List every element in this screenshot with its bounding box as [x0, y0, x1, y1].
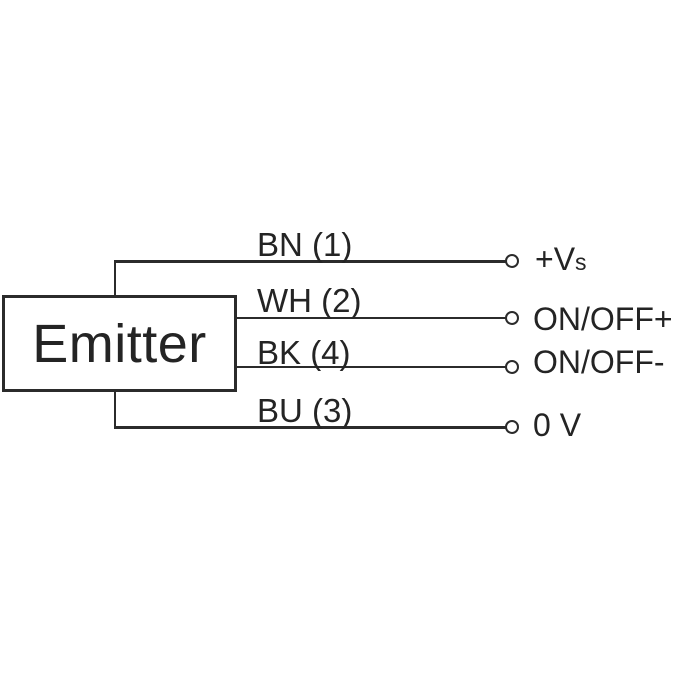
wire-label-bk: BK (4) — [257, 334, 351, 371]
wire-bn — [114, 260, 506, 263]
device-label: Emitter — [32, 313, 207, 374]
wire-bk — [236, 365, 506, 368]
emitter-box: Emitter — [2, 295, 237, 392]
terminal-label-onoff-minus: ON/OFF- — [533, 346, 665, 378]
terminal-circle-onoff-plus — [505, 311, 519, 325]
wire-label-wh: WH (2) — [257, 282, 362, 319]
terminal-label-onoff-plus-main: ON/OFF+ — [533, 301, 673, 337]
terminal-label-0v-main: 0 V — [533, 407, 582, 443]
terminal-label-vs-sub: s — [575, 249, 587, 275]
wire-bn-stub — [113, 261, 116, 297]
terminal-label-onoff-plus: ON/OFF+ — [533, 303, 673, 335]
terminal-label-0v: 0 V — [533, 409, 581, 441]
terminal-circle-0v — [505, 420, 519, 434]
wire-wh — [236, 316, 506, 319]
terminal-label-vs-main: +V — [535, 241, 576, 277]
wire-bu-stub — [113, 390, 116, 428]
wire-label-bu: BU (3) — [257, 392, 353, 429]
terminal-circle-onoff-minus — [505, 360, 519, 374]
terminal-circle-vs — [505, 254, 519, 268]
terminal-label-onoff-minus-main: ON/OFF- — [533, 344, 665, 380]
wire-label-bn: BN (1) — [257, 226, 353, 263]
terminal-label-vs: +Vs — [535, 243, 587, 275]
wire-bu — [114, 426, 506, 429]
